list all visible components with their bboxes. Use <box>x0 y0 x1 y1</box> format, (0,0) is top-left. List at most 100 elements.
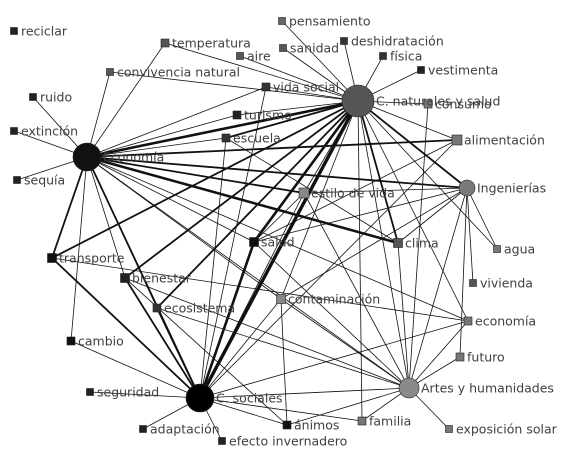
edge-artes-economia_term <box>408 320 469 389</box>
label-csociales: C. sociales <box>216 391 283 406</box>
node-seguridad[interactable] <box>86 388 94 396</box>
nodes-layer <box>10 17 501 445</box>
edge-bienestar-animos <box>124 277 288 426</box>
edge-economia_hub-bienestar <box>86 156 126 279</box>
label-estilovida: estilo de vida <box>311 186 395 201</box>
node-csociales[interactable] <box>185 383 215 413</box>
node-exposicion[interactable] <box>445 425 453 433</box>
edge-ingenierias-contaminacion <box>280 187 468 300</box>
node-agua[interactable] <box>493 245 501 253</box>
node-vestimenta[interactable] <box>417 66 425 74</box>
node-pensamiento[interactable] <box>278 17 286 25</box>
edge-economia_hub-escuela <box>86 137 227 158</box>
node-fisica[interactable] <box>379 52 387 60</box>
edge-cnaturales-aire <box>239 55 359 102</box>
edge-economia_hub-vidasocial <box>86 86 267 158</box>
node-alimentacion[interactable] <box>451 134 463 146</box>
label-vidasocial: vida social <box>273 80 339 95</box>
node-economia_term[interactable] <box>463 316 473 326</box>
edge-csociales-contaminacion <box>199 298 282 399</box>
node-adaptacion[interactable] <box>139 425 147 433</box>
label-reciclar: reciclar <box>21 24 68 39</box>
label-exposicion: exposición solar <box>456 422 558 437</box>
edge-ingenierias-agua <box>466 187 498 250</box>
node-clima[interactable] <box>393 238 403 248</box>
edge-csociales-estilovida <box>199 192 305 399</box>
edge-artes-bienestar <box>124 277 410 389</box>
node-estilovida[interactable] <box>298 187 310 199</box>
node-economia_hub[interactable] <box>72 142 102 172</box>
edge-csociales-bienestar <box>124 277 201 399</box>
node-aire[interactable] <box>236 52 244 60</box>
edge-csociales-familia <box>199 397 363 422</box>
node-bienestar[interactable] <box>120 273 130 283</box>
edge-cnaturales-convivencia <box>109 71 359 102</box>
edge-cnaturales-salud <box>252 100 360 243</box>
node-vivienda[interactable] <box>469 279 477 287</box>
node-temperatura[interactable] <box>160 38 170 48</box>
node-deshidratacion[interactable] <box>340 37 348 45</box>
node-familia[interactable] <box>357 416 367 426</box>
edge-economia_hub-artes <box>86 156 410 389</box>
edge-csociales-salud <box>198 241 256 399</box>
edge-economia_hub-convivencia <box>86 71 111 158</box>
node-cambio[interactable] <box>66 336 76 346</box>
label-adaptacion: adaptación <box>150 422 220 437</box>
edge-contaminacion-animos <box>280 298 288 426</box>
label-deshidratacion: deshidratación <box>351 34 444 49</box>
label-ruido: ruido <box>40 90 72 105</box>
edge-csociales-artes <box>199 387 410 399</box>
edge-cnaturales-temperatura <box>164 42 359 102</box>
node-sequia[interactable] <box>13 176 21 184</box>
edge-csociales-ecosistema <box>156 307 201 399</box>
edge-cnaturales-ingenierias <box>357 100 468 189</box>
edge-economia_hub-temperatura <box>86 42 166 158</box>
label-convivencia: convivencia natural <box>117 65 240 80</box>
edge-economia_hub-turismo <box>86 114 238 158</box>
node-consumo[interactable] <box>423 99 433 109</box>
edge-artes-estilovida <box>303 192 410 389</box>
node-futuro[interactable] <box>455 352 465 362</box>
node-salud[interactable] <box>249 237 259 247</box>
node-contaminacion[interactable] <box>276 294 286 304</box>
edge-csociales-alimentacion <box>199 139 458 399</box>
node-ecosistema[interactable] <box>152 303 162 313</box>
node-sanidad[interactable] <box>279 44 287 52</box>
node-escuela[interactable] <box>221 133 231 143</box>
node-extincion[interactable] <box>10 127 18 135</box>
edge-cnaturales-alimentacion <box>357 100 458 141</box>
edge-economia_hub-clima <box>86 155 399 245</box>
edge-cnaturales-bienestar <box>124 100 359 279</box>
node-vidasocial[interactable] <box>261 82 271 92</box>
edge-economia_hub-estilovida <box>86 156 305 194</box>
node-ruido[interactable] <box>29 93 37 101</box>
node-reciclar[interactable] <box>10 27 18 35</box>
node-efecto[interactable] <box>218 437 226 445</box>
label-consumo: consumo <box>435 97 492 112</box>
edge-cnaturales-csociales <box>198 100 360 399</box>
label-fisica: física <box>390 49 422 64</box>
edge-csociales-animos <box>199 397 288 426</box>
label-artes: Artes y humanidades <box>421 381 554 396</box>
edges-layer <box>13 20 498 442</box>
node-convivencia[interactable] <box>106 68 114 76</box>
label-escuela: escuela <box>233 131 281 146</box>
label-cambio: cambio <box>78 334 124 349</box>
edge-economia_hub-transporte <box>51 156 88 259</box>
edge-csociales-seguridad <box>89 391 201 399</box>
edge-artes-animos <box>286 387 410 426</box>
node-animos[interactable] <box>282 420 292 430</box>
node-transporte[interactable] <box>47 253 57 263</box>
label-temperatura: temperatura <box>172 36 251 51</box>
label-pensamiento: pensamiento <box>289 14 371 29</box>
edge-csociales-escuela <box>199 137 227 399</box>
node-turismo[interactable] <box>232 110 242 120</box>
node-artes[interactable] <box>398 377 420 399</box>
label-agua: agua <box>504 242 535 257</box>
node-ingenierias[interactable] <box>458 179 476 197</box>
edge-ingenierias-salud <box>253 187 468 243</box>
edge-salud-estilovida <box>253 192 305 243</box>
node-cnaturales[interactable] <box>341 84 375 118</box>
label-alimentacion: alimentación <box>464 133 545 148</box>
edge-economia_hub-ingenierias <box>86 156 468 189</box>
